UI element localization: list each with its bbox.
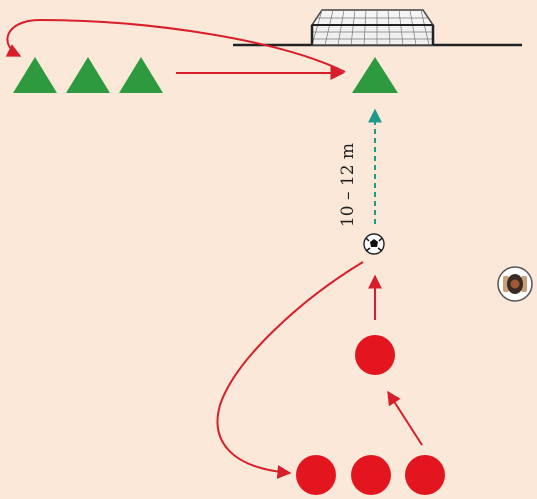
player-bottom-1 [296, 455, 336, 495]
coach-icon [497, 266, 533, 302]
arrow-loop-back [216, 261, 364, 479]
player-bottom-2 [351, 455, 391, 495]
soccer-ball-icon [363, 233, 385, 255]
cone-target [352, 57, 398, 93]
arrow-bottom-to-middle [387, 390, 423, 446]
cone-1 [13, 57, 57, 93]
player-bottom-3 [405, 455, 445, 495]
goal-icon [310, 9, 435, 46]
player-middle [355, 335, 395, 375]
arrow-return-curve [5, 18, 346, 73]
cone-3 [119, 57, 163, 93]
cone-2 [66, 57, 110, 93]
distance-label: 10 – 12 m [338, 142, 358, 228]
